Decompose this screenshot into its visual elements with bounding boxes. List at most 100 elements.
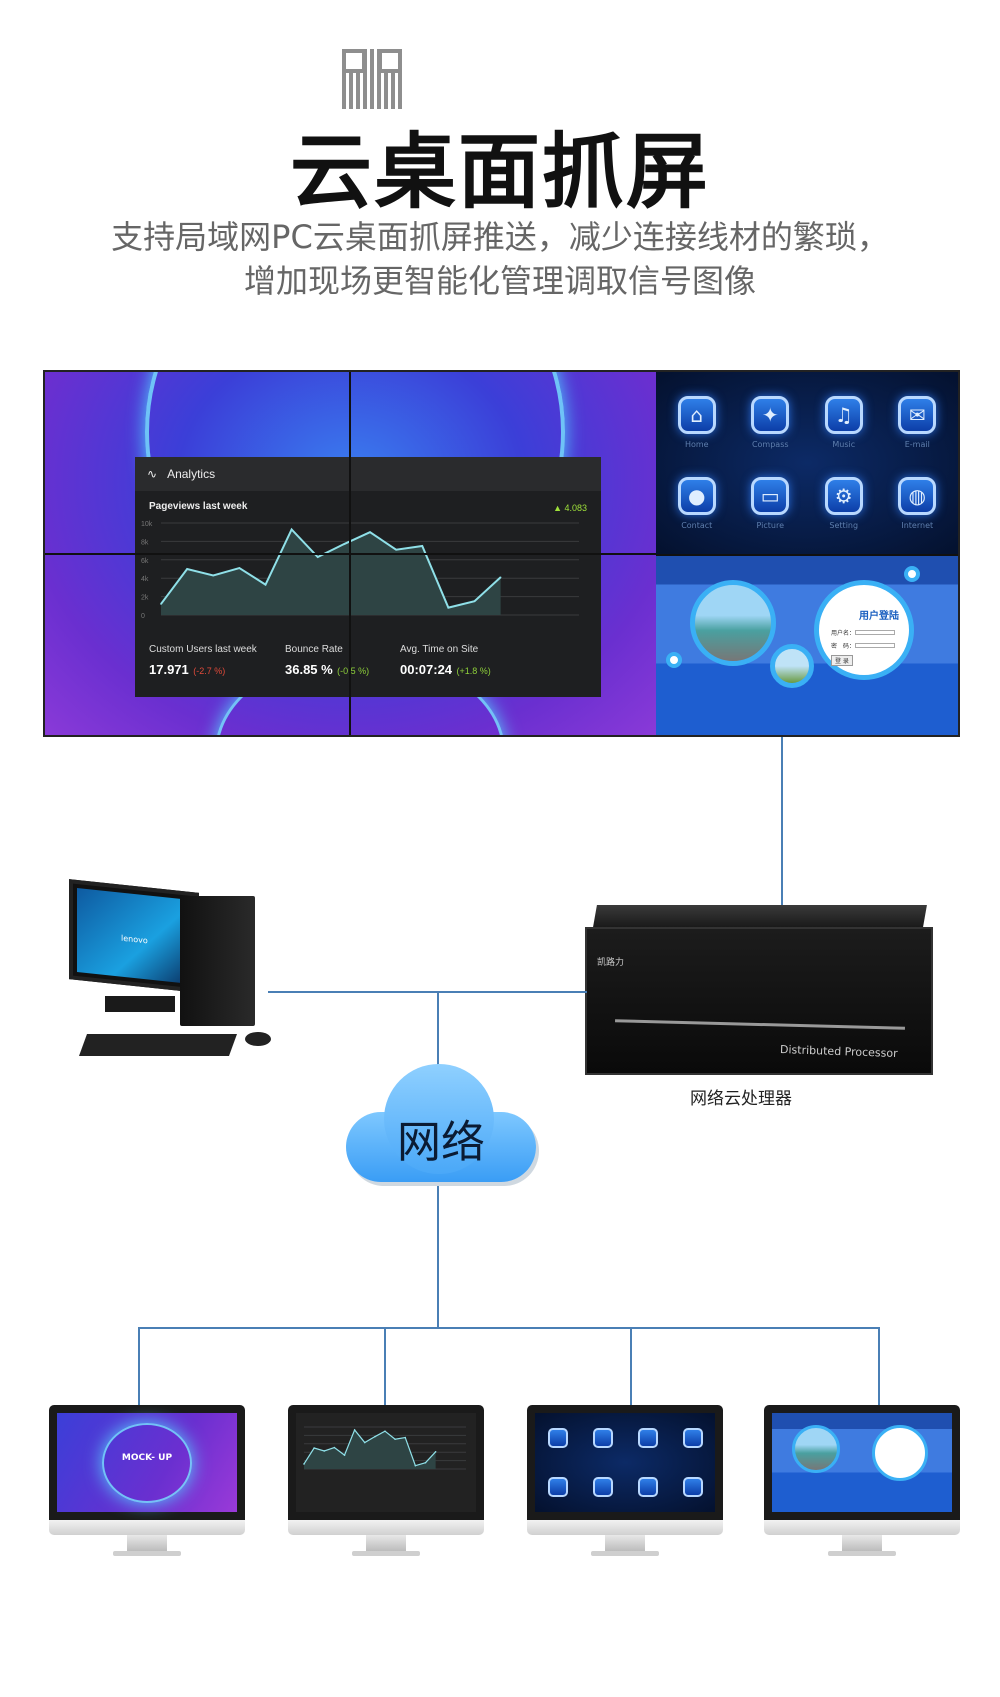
compass-icon: ✦ bbox=[751, 396, 790, 434]
qr-code bbox=[342, 49, 402, 109]
data-point bbox=[421, 545, 424, 547]
decor-dot bbox=[666, 652, 682, 668]
network-cloud: 网络 bbox=[346, 1062, 536, 1187]
setting-icon bbox=[637, 1477, 658, 1498]
y-tick-label: 6k bbox=[141, 558, 149, 565]
icon-label: Picture bbox=[756, 521, 784, 530]
analytics-title: Analytics bbox=[167, 467, 216, 481]
monitor-icon-menu bbox=[527, 1405, 723, 1557]
e-mail-icon bbox=[682, 1427, 703, 1448]
chart-title: Pageviews last week bbox=[149, 501, 248, 512]
stat-value: 00:07:24 bbox=[400, 662, 453, 677]
connection-line bbox=[138, 1327, 880, 1329]
desktop-pc: lenovo bbox=[65, 879, 293, 1070]
data-point bbox=[333, 1446, 336, 1449]
connection-line bbox=[437, 991, 439, 1066]
setting-icon: ⚙ bbox=[824, 477, 863, 515]
data-point bbox=[343, 543, 345, 545]
icon-internet[interactable]: ◍Internet bbox=[881, 463, 955, 544]
data-point bbox=[323, 1450, 326, 1452]
data-point bbox=[343, 1454, 346, 1456]
data-point bbox=[264, 583, 267, 586]
icon-picture[interactable]: ▭ Picture bbox=[734, 463, 808, 544]
mini-analytics-chart bbox=[303, 1426, 466, 1470]
stat-label: Custom Users last week bbox=[149, 644, 257, 655]
home-icon bbox=[547, 1427, 568, 1448]
username-label: 用户名： bbox=[831, 630, 856, 637]
street-photo bbox=[770, 644, 814, 688]
stat-change: (-0.5 %) bbox=[337, 666, 370, 676]
login-screen: 用户登陆 用户名： 密 码： 登 录 bbox=[656, 556, 958, 735]
data-point bbox=[363, 1441, 366, 1444]
compass-icon bbox=[592, 1427, 613, 1448]
username-input[interactable] bbox=[855, 630, 896, 635]
icon-compass[interactable]: ✦Compass bbox=[734, 382, 808, 463]
data-point bbox=[447, 606, 450, 609]
distributed-processor: 凯路力 Distributed Processor bbox=[585, 905, 933, 1075]
pageviews-area bbox=[304, 1429, 436, 1469]
subtitle-line-2: 增加现场更智能化管理调取信号图像 bbox=[243, 262, 756, 300]
y-tick-label: 8k bbox=[141, 539, 149, 546]
icon-label: Music bbox=[832, 440, 856, 449]
data-point bbox=[290, 528, 293, 531]
login-form: 用户登陆 用户名： 密 码： 登 录 bbox=[814, 580, 914, 680]
password-label: 密 码： bbox=[831, 643, 856, 650]
data-point bbox=[369, 531, 371, 533]
icon-label: Home bbox=[684, 440, 709, 449]
music-icon bbox=[637, 1427, 658, 1448]
login-button[interactable]: 登 录 bbox=[831, 655, 853, 666]
mockup-text: MOCK- UP bbox=[121, 1453, 173, 1463]
processor-caption: 网络云处理器 bbox=[690, 1089, 792, 1109]
data-point bbox=[374, 1435, 376, 1438]
y-tick-label: 4k bbox=[141, 576, 149, 583]
icon-home[interactable]: ⌂Home bbox=[660, 382, 734, 463]
pageviews-line bbox=[160, 527, 502, 609]
picture-icon: ▭ bbox=[751, 477, 790, 515]
icon-e-mail[interactable]: ✉E-mail bbox=[881, 382, 955, 463]
stat-value: 17.971 bbox=[149, 662, 189, 677]
y-tick-label: 0 bbox=[141, 613, 145, 620]
data-point bbox=[394, 1438, 396, 1440]
connection-line bbox=[878, 1327, 880, 1407]
page-title: 云桌面抓屏 bbox=[289, 125, 710, 220]
data-point bbox=[316, 556, 319, 558]
monitor-login bbox=[764, 1405, 960, 1557]
icon-setting[interactable]: ⚙ Setting bbox=[807, 463, 881, 544]
data-point bbox=[384, 1430, 386, 1432]
processor-brand: 凯路力 bbox=[597, 958, 625, 968]
e-mail-icon: ✉ bbox=[898, 396, 937, 434]
pageviews-area bbox=[161, 529, 501, 615]
icon-music[interactable]: ♫ Music bbox=[807, 382, 881, 463]
pageviews-line bbox=[303, 1428, 437, 1467]
data-point bbox=[499, 576, 502, 579]
contact-icon bbox=[547, 1477, 568, 1498]
data-point bbox=[434, 1450, 437, 1453]
icon-label: Contact bbox=[681, 521, 713, 530]
stat-label: Avg. Time on Site bbox=[400, 644, 479, 655]
data-point bbox=[353, 1429, 356, 1431]
data-point bbox=[313, 1447, 315, 1449]
picture-icon bbox=[592, 1477, 613, 1498]
video-wall: ∿ Analytics Pageviews last week ▲ 4.083 0… bbox=[43, 370, 960, 737]
pulse-icon: ∿ bbox=[147, 467, 158, 481]
password-input[interactable] bbox=[855, 643, 896, 648]
contact-icon: ● bbox=[677, 477, 716, 515]
stat-label: Bounce Rate bbox=[285, 644, 343, 655]
internet-icon: ◍ bbox=[898, 477, 937, 515]
monitor-analytics bbox=[288, 1405, 484, 1557]
decor-dot bbox=[904, 566, 920, 582]
data-point bbox=[424, 1461, 427, 1464]
music-icon: ♫ bbox=[824, 396, 863, 434]
building-photo bbox=[690, 580, 776, 666]
data-point bbox=[395, 548, 397, 551]
monitor-mockup: MOCK- UP bbox=[49, 1405, 245, 1557]
stat-change: (+1.8 %) bbox=[456, 666, 491, 676]
data-point bbox=[414, 1464, 417, 1467]
stat-change: (-2.7 %) bbox=[193, 666, 226, 676]
icon-label: Setting bbox=[829, 521, 859, 530]
icon-contact[interactable]: ● Contact bbox=[660, 463, 734, 544]
data-point bbox=[212, 574, 215, 577]
pageviews-delta: ▲ 4.083 bbox=[553, 503, 587, 513]
screen-seam bbox=[45, 553, 656, 555]
